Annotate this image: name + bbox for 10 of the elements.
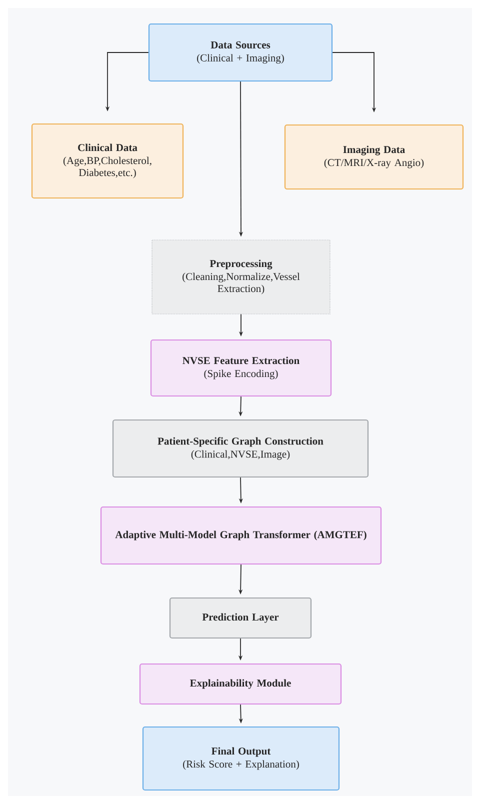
process-box: Explainability Module bbox=[139, 663, 342, 705]
process-box: Patient-Specific Graph Construction (Clinical,NVSE,Image) bbox=[112, 419, 369, 478]
process-box: NVSE Feature Extraction (Spike Encoding) bbox=[150, 339, 332, 397]
process-box: Final Output (Risk Score + Explanation) bbox=[142, 726, 340, 791]
process-box: Data Sources (Clinical + Imaging) bbox=[148, 23, 333, 82]
process-box: Imaging Data (CT/MRI/X-ray Angio) bbox=[284, 124, 464, 190]
process-box: Prediction Layer bbox=[169, 597, 312, 639]
process-box: Preprocessing (Cleaning,Normalize,Vessel Extraction) bbox=[152, 240, 330, 314]
process-box: Adaptive Multi-Model Graph Transformer (AMGTEF) bbox=[100, 506, 382, 565]
process-box: Clinical Data (Age,BP,Cholesterol, Diabetes,etc.) bbox=[31, 123, 184, 199]
